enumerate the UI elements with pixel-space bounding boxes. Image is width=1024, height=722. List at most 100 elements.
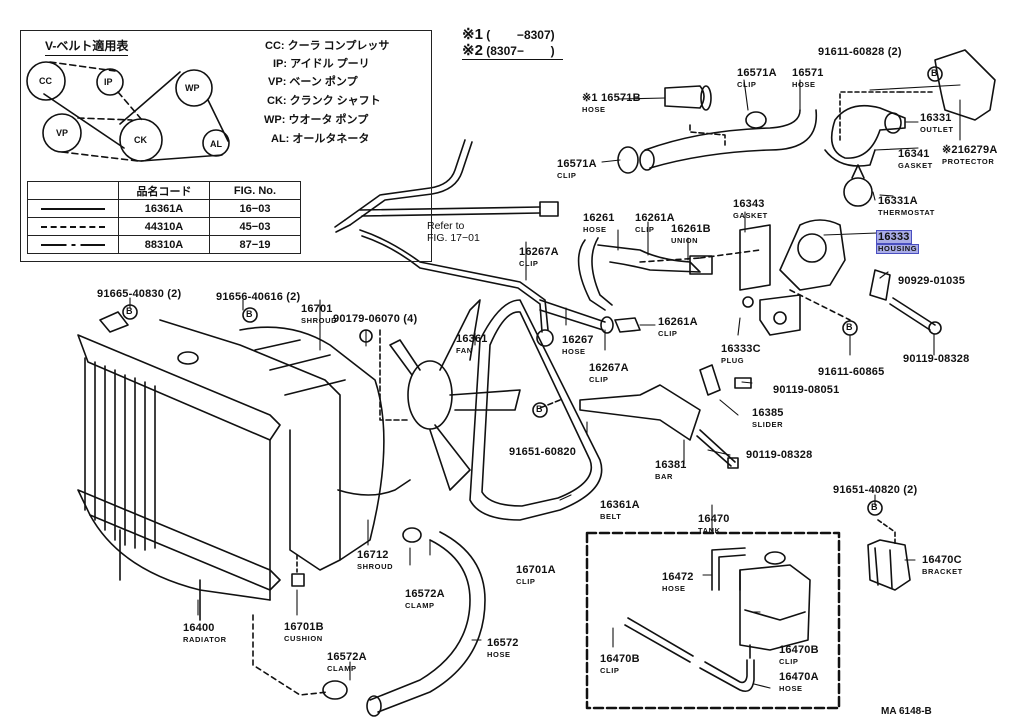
part-number: 16470B <box>779 644 819 656</box>
part-number: 90119-08328 <box>746 449 813 461</box>
part-number: 90929-01035 <box>898 275 966 287</box>
part-number: 16571A <box>737 67 777 79</box>
part-callout-90119-08328-top[interactable]: 90119-08328 <box>903 350 969 366</box>
part-name: GASKET <box>898 161 933 170</box>
part-name: CLIP <box>600 666 620 675</box>
part-number: 16701B <box>284 621 324 633</box>
part-name: HOSE <box>562 347 586 356</box>
leader-lines <box>129 79 961 689</box>
fan-assembly <box>379 299 752 521</box>
part-number: 16472 <box>662 571 694 583</box>
pulley-label-vp: VP <box>56 128 69 138</box>
part-name: BRACKET <box>922 567 963 576</box>
table-header-row: 品名コード FIG. No. <box>27 181 301 200</box>
v-belt-legend-panel: V-ベルト適用表 CC IP WP VP CK AL CC: クーラ コンプレッ… <box>20 30 432 262</box>
serial-range-note: ※1 ( −8307) ※2 (8307− ) <box>462 27 563 60</box>
part-number: 16470C <box>922 554 962 566</box>
note-mark-1: ※1 <box>462 26 483 43</box>
part-number: 90179-06070 (4) <box>333 313 418 325</box>
part-callout-90929-01035[interactable]: 90929-01035 <box>898 272 965 288</box>
pulley-wp <box>175 69 213 107</box>
abbr-ck: CK: クランク シャフト <box>267 95 381 107</box>
part-name: CLIP <box>658 329 678 338</box>
part-number: 16712 <box>357 549 389 561</box>
abbr-al: AL: オールタネータ <box>271 133 370 145</box>
part-callout-90119-08051[interactable]: 90119-08051 <box>773 381 839 397</box>
part-name: HOUSING <box>875 244 920 254</box>
bolt-marker-b <box>927 66 943 82</box>
abbr-vp: VP: ベーン ポンプ <box>268 76 358 88</box>
reference-note[interactable]: Refer to FIG. 17−01 <box>427 220 480 244</box>
part-callout-90119-08328-low[interactable]: 90119-08328 <box>746 446 812 462</box>
bolt-marker-b <box>842 320 858 336</box>
part-number: 16572A <box>405 588 445 600</box>
table-row: 44310A 45−03 <box>27 217 301 236</box>
part-number: 16572A <box>327 651 367 663</box>
part-name: CLIP <box>589 375 609 384</box>
part-name: HOSE <box>779 684 803 693</box>
part-name: UNION <box>671 236 699 245</box>
part-callout-91611-60828[interactable]: 91611-60828 (2) <box>818 43 902 59</box>
abbr-wp: WP: ウオータ ポンプ <box>264 114 369 126</box>
part-name: BELT <box>600 512 622 521</box>
part-name: SHROUD <box>301 316 338 325</box>
part-number: 16341 <box>898 148 930 160</box>
part-number: 90119-08051 <box>773 384 840 396</box>
part-callout-91656-40616[interactable]: 91656-40616 (2) <box>216 288 300 304</box>
part-callout-91665-40830[interactable]: 91665-40830 (2) <box>97 285 181 301</box>
table-header: FIG. No. <box>209 181 301 200</box>
part-callout-91651-40820[interactable]: 91651-40820 (2) <box>833 481 917 497</box>
part-number: 16572 <box>487 637 519 649</box>
part-callout-91611-60865[interactable]: 91611-60865 <box>818 363 884 379</box>
bolt-marker-b <box>532 402 548 418</box>
part-name: SLIDER <box>752 420 784 429</box>
part-number: 91656-40616 (2) <box>216 291 301 303</box>
part-name: CLIP <box>557 171 577 180</box>
part-number: 16381 <box>655 459 687 471</box>
pulley-label-cc: CC <box>39 76 52 86</box>
part-code: 16361A <box>118 199 210 218</box>
upper-hoses <box>617 85 818 174</box>
part-callout-91651-60820[interactable]: 91651-60820 <box>509 443 576 459</box>
part-number: 16331A <box>878 195 918 207</box>
part-callout-90179-06070[interactable]: 90179-06070 (4) <box>333 310 417 326</box>
part-name: HOSE <box>662 584 686 593</box>
